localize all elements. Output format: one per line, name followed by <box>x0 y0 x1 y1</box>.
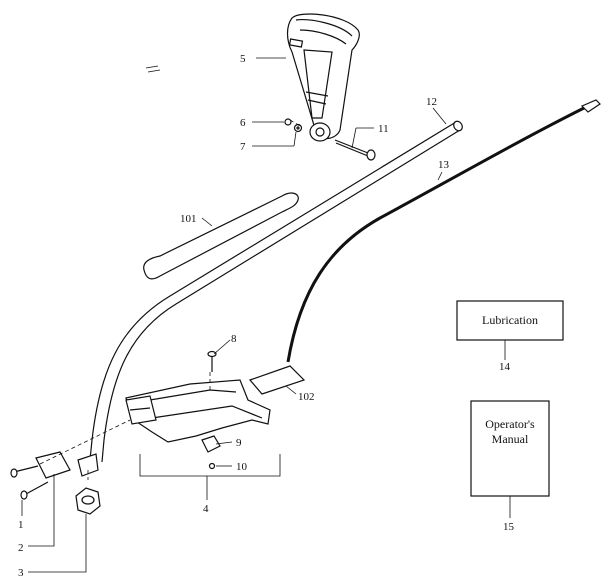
nut-6 <box>284 118 292 126</box>
callout-6: 6 <box>240 117 246 129</box>
manual-label-line2: Manual <box>492 432 529 446</box>
lubrication-box: Lubrication <box>456 300 564 341</box>
assembly-guides <box>39 119 301 480</box>
nut-10 <box>208 462 216 470</box>
callout-10: 10 <box>236 461 248 473</box>
callout-15: 15 <box>503 521 515 533</box>
decal-101 <box>143 192 299 280</box>
clamp-assembly <box>10 451 99 500</box>
shaft-tube <box>89 120 463 463</box>
operators-manual-box: Operator's Manual <box>470 400 550 497</box>
screw-8 <box>207 350 217 372</box>
callout-9: 9 <box>236 437 242 449</box>
callout-12: 12 <box>426 96 437 108</box>
nut-3 <box>75 487 101 515</box>
stray-mark <box>145 65 161 73</box>
flex-cable <box>286 99 601 363</box>
clip-9 <box>201 435 221 453</box>
decal-102 <box>248 365 306 395</box>
callout-13: 13 <box>438 159 450 171</box>
guard-assembly <box>125 379 271 443</box>
callout-labels: 5 6 7 11 12 13 101 8 102 9 10 4 1 2 3 14… <box>18 53 515 579</box>
handle-assembly <box>286 13 360 142</box>
callout-14: 14 <box>499 361 511 373</box>
callout-102: 102 <box>298 391 315 403</box>
leader-lines <box>21 57 511 573</box>
callout-5: 5 <box>240 53 246 65</box>
callout-101: 101 <box>180 213 197 225</box>
washer-7 <box>293 123 303 133</box>
lubrication-label: Lubrication <box>482 313 538 327</box>
callout-4: 4 <box>203 503 209 515</box>
callout-3: 3 <box>18 567 24 579</box>
manual-label-line1: Operator's <box>485 417 535 431</box>
callout-11: 11 <box>378 123 389 135</box>
callout-8: 8 <box>231 333 237 345</box>
screw-11 <box>334 139 376 161</box>
callout-1: 1 <box>18 519 24 531</box>
callout-2: 2 <box>18 542 24 554</box>
callout-7: 7 <box>240 141 246 153</box>
